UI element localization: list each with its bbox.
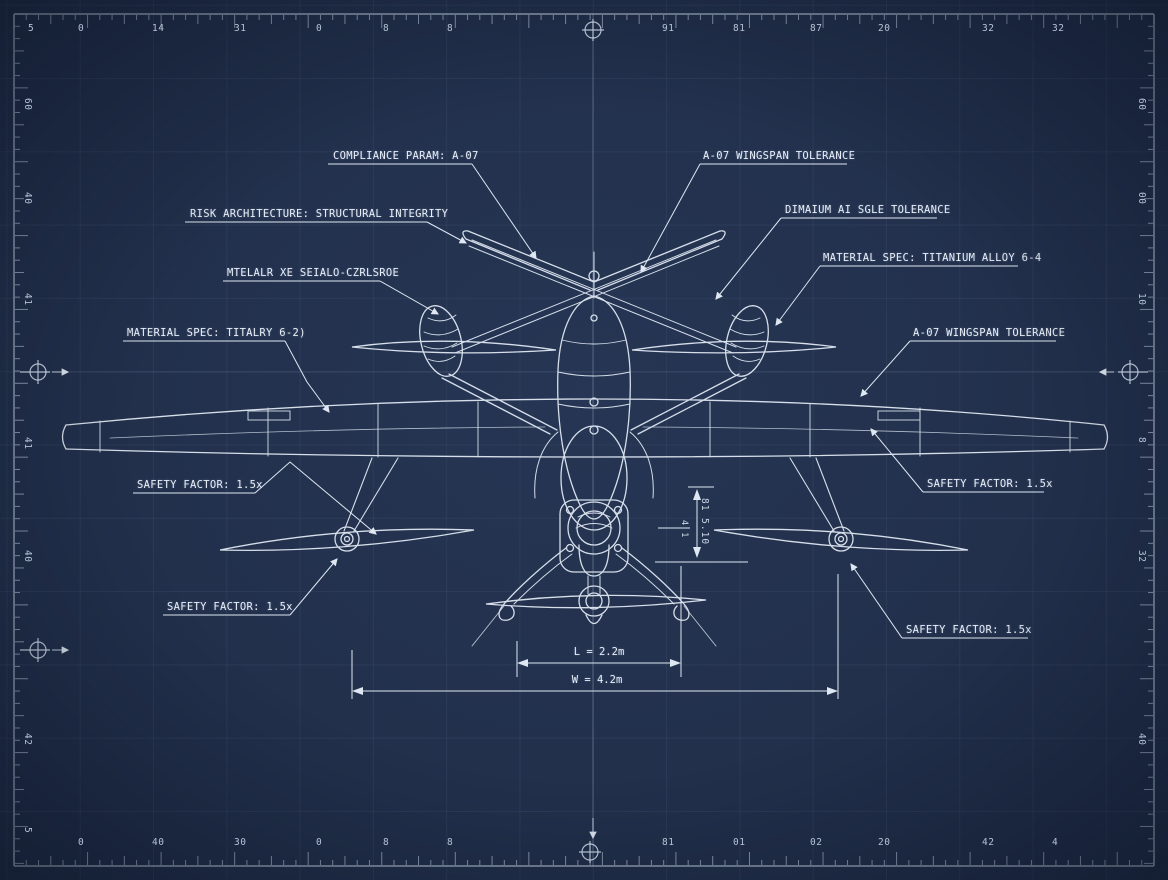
ruler-number: 01: [733, 837, 746, 848]
annotation-risk-architecture: RISK ARCHITECTURE: STRUCTURAL INTEGRITY: [190, 208, 449, 220]
dimension-height-secondary-value: 4 1: [679, 520, 689, 539]
ruler-number: 0: [316, 837, 323, 848]
lower-rotor-right: [713, 457, 969, 552]
aircraft-drawing: [61, 230, 1109, 647]
leader-line: [850, 563, 903, 639]
ruler-number: 8: [383, 23, 390, 34]
ruler-number: 8: [1136, 437, 1147, 444]
ruler-number: 32: [1136, 550, 1147, 563]
dimension-height-value: 81 5.10: [699, 498, 710, 546]
ruler-number: 91: [662, 23, 675, 34]
leader-line: [289, 558, 338, 616]
lower-rotor-left: [219, 457, 475, 552]
ruler-number: 14: [152, 23, 165, 34]
ruler-number: 8: [447, 837, 454, 848]
ruler-number: 40: [22, 192, 33, 205]
annotation-dimaium-tolerance: DIMAIUM AI SGLE TOLERANCE: [785, 204, 951, 216]
ruler-number: 87: [810, 23, 823, 34]
tail-motor: [559, 499, 629, 595]
annotation-safety-right-lower: SAFETY FACTOR: 1.5x: [906, 624, 1032, 636]
ruler-number: 40: [1136, 733, 1147, 746]
ruler-number: 0: [78, 23, 85, 34]
leader-line: [379, 280, 439, 315]
landing-skids: [471, 547, 717, 647]
upper-rotor-right: [630, 305, 837, 435]
ruler-number: 60: [1136, 98, 1147, 111]
leader-line: [775, 265, 821, 326]
tail-propeller: [485, 585, 707, 625]
ruler-number: 0: [78, 837, 85, 848]
ruler-number: 40: [22, 550, 33, 563]
datum-mark-top-icon: [582, 19, 604, 41]
ruler-number: 40: [152, 837, 165, 848]
dimension-length: [516, 566, 682, 677]
ruler-number: 42: [22, 733, 33, 746]
datum-mark-left-icon: [20, 360, 70, 384]
fuselage: [534, 295, 654, 531]
dimension-lines: [351, 486, 839, 699]
datum-mark-left-lower-icon: [20, 638, 70, 662]
annotation-safety-left-upper: SAFETY FACTOR: 1.5x: [137, 479, 263, 491]
leader-line: [870, 428, 924, 493]
ruler-frame: [13, 13, 1155, 867]
ruler-number: 60: [22, 98, 33, 111]
ruler-ticks: [13, 13, 1155, 865]
ruler-number: 31: [234, 23, 247, 34]
leader-lines: [123, 163, 1056, 639]
leader-line: [715, 217, 782, 300]
ruler-number: 20: [878, 23, 891, 34]
annotation-safety-left-lower: SAFETY FACTOR: 1.5x: [167, 601, 293, 613]
annotation-underlines: [123, 163, 1056, 639]
ruler-number: 10: [1136, 293, 1147, 306]
ruler-number: 0: [316, 23, 323, 34]
annotation-compliance-param: COMPLIANCE PARAM: A-07: [333, 150, 479, 162]
leader-line: [860, 340, 911, 397]
ruler-number: 81: [733, 23, 746, 34]
datum-mark-bottom-icon: [579, 818, 601, 863]
ruler-number: 41: [22, 293, 33, 306]
ruler-number: 5: [22, 827, 33, 834]
annotation-material-titanium: MATERIAL SPEC: TITANIUM ALLOY 6-4: [823, 252, 1042, 264]
annotation-wingspan-tolerance-right: A-07 WINGSPAN TOLERANCE: [913, 327, 1066, 339]
ruler-number: 81: [662, 837, 675, 848]
ruler-number: 4: [1052, 837, 1059, 848]
annotation-mtelalr-spec: MTELALR XE SEIALO-CZRLSROE: [227, 267, 400, 279]
dimension-height: [655, 486, 748, 563]
main-wing: [61, 398, 1109, 458]
annotation-material-titalry: MATERIAL SPEC: TITALRY 6-2): [127, 327, 306, 339]
datum-mark-right-icon: [1098, 360, 1148, 384]
ruler-number: 5: [28, 23, 35, 34]
leader-line: [471, 163, 537, 259]
leader-line: [254, 461, 377, 535]
ruler-number: 41: [22, 437, 33, 450]
leader-line: [284, 340, 330, 413]
ruler-number: 20: [878, 837, 891, 848]
centerlines: [14, 14, 1154, 866]
leader-line: [640, 163, 701, 273]
ruler-number: 8: [383, 837, 390, 848]
ruler-number: 00: [1136, 192, 1147, 205]
ruler-number: 32: [1052, 23, 1065, 34]
datum-marks: [20, 19, 1148, 863]
dimension-width-value: W = 4.2m: [571, 674, 623, 686]
annotation-safety-right-upper: SAFETY FACTOR: 1.5x: [927, 478, 1053, 490]
v-tail: [451, 230, 737, 354]
ruler-number: 42: [982, 837, 995, 848]
ruler-number: 32: [982, 23, 995, 34]
annotation-wingspan-tolerance-top: A-07 WINGSPAN TOLERANCE: [703, 150, 856, 162]
dimension-length-value: L = 2.2m: [573, 646, 625, 658]
dimension-width: [351, 574, 839, 699]
ruler-number: 02: [810, 837, 823, 848]
upper-rotor-left: [351, 305, 558, 435]
ruler-number: 8: [447, 23, 454, 34]
ruler-number: 30: [234, 837, 247, 848]
leader-line: [426, 221, 467, 244]
